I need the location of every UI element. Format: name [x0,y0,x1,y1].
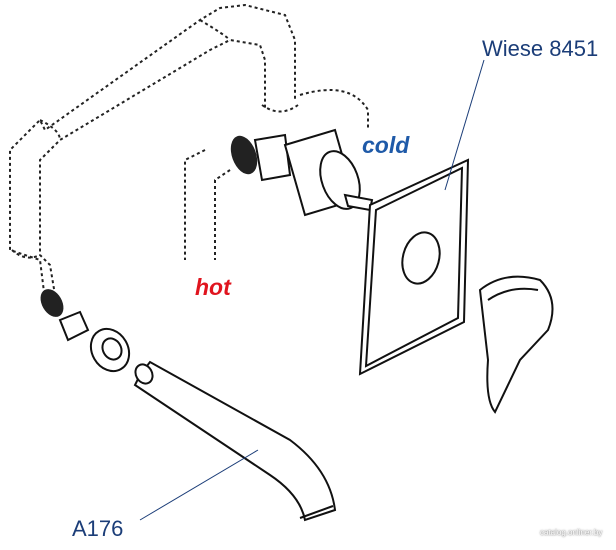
panel-model-label: Wiese 8451 [482,36,599,61]
panel-leader-line [444,59,485,191]
cover-plate [358,158,470,376]
mixer-body [230,128,374,217]
watermark: catalog.onliner.by [540,528,603,537]
spout-leader-line [139,449,259,521]
wall-connector [40,289,131,373]
spout [133,360,337,522]
spout-model-label: A176 [72,516,124,541]
cold-label: cold [362,132,410,158]
concealed-pipework [9,3,369,301]
hot-label: hot [195,274,231,300]
lever-handle [478,275,554,414]
